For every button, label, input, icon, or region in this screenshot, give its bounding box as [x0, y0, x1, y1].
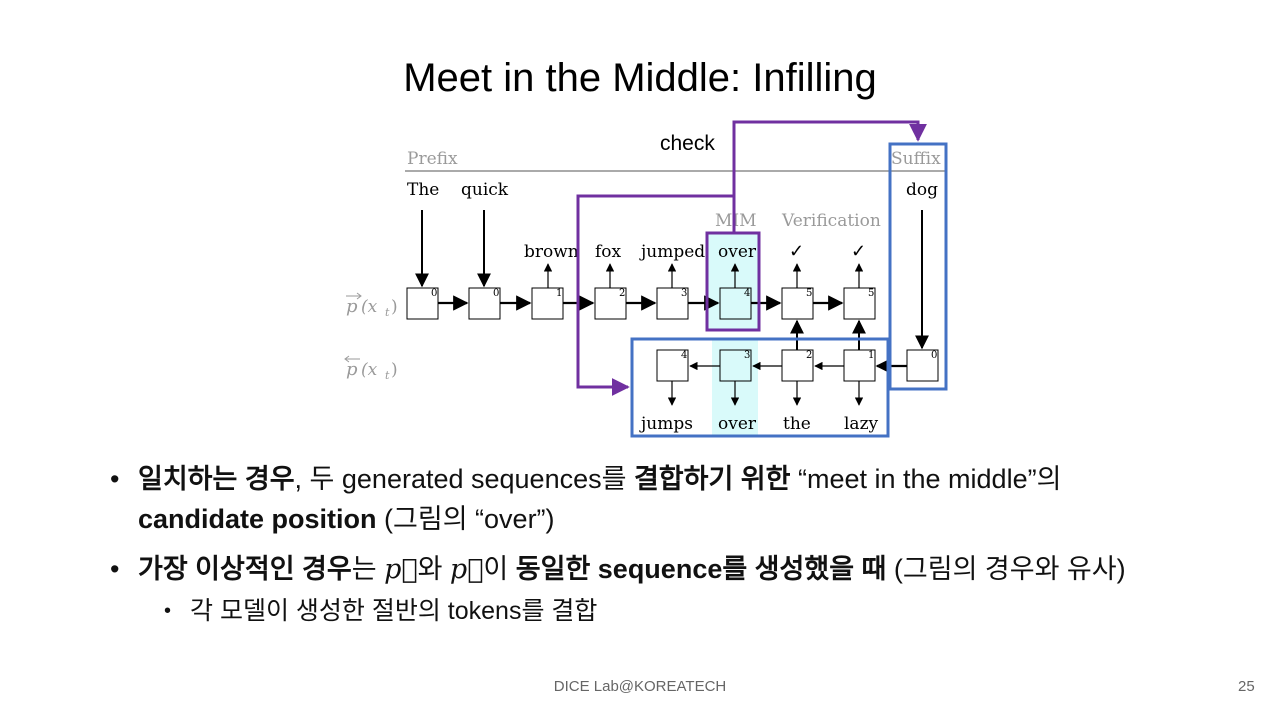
backward-output-jumps: jumps	[639, 414, 693, 434]
forward-output-brown: brown	[524, 242, 579, 262]
prefix-word-the: The	[407, 180, 439, 200]
footer-lab-name: DICE Lab@KOREATECH	[553, 678, 727, 695]
backward-row-label: p (x t )	[344, 355, 398, 382]
forward-cell	[468, 287, 501, 320]
svg-text:(x: (x	[361, 297, 378, 317]
forward-index: 0	[431, 288, 437, 299]
svg-text:t: t	[385, 306, 390, 319]
suffix-highlight-box	[888, 142, 948, 391]
prefix-word-quick: quick	[461, 180, 509, 200]
check-label: check	[660, 132, 715, 155]
forward-index: 0	[493, 288, 499, 299]
backward-index: 0	[931, 350, 937, 361]
backward-output-lazy: lazy	[844, 414, 879, 434]
forward-index: 3	[681, 288, 687, 299]
slide-title: Meet in the Middle: Infilling	[403, 56, 877, 100]
backward-cell	[719, 349, 752, 382]
forward-index: 1	[556, 288, 562, 299]
input-arrows	[415, 210, 929, 350]
check-mark-icon: ✓	[851, 241, 866, 262]
forward-index: 5	[806, 288, 812, 299]
svg-text:(x: (x	[361, 360, 378, 380]
verification-label: Verification	[781, 211, 881, 231]
forward-output-fox: fox	[595, 242, 622, 262]
bullet-dot: •	[164, 600, 172, 622]
bullet-text-line2: candidate position (그림의 “over”)	[138, 504, 555, 534]
bullet-dot: •	[110, 464, 120, 494]
forward-output-over: over	[718, 242, 757, 262]
forward-row-label: p (x t )	[346, 292, 398, 319]
suffix-label: Suffix	[891, 149, 941, 169]
page-number: 25	[1238, 678, 1255, 695]
forward-cell	[656, 287, 689, 320]
forward-index: 5	[868, 288, 874, 299]
backward-index: 3	[744, 350, 750, 361]
verification-arrows	[790, 319, 866, 350]
backward-highlight-box	[630, 337, 890, 438]
suffix-word-dog: dog	[906, 180, 938, 200]
mim-label: MIM	[715, 211, 757, 231]
bullet-text: 일치하는 경우, 두 generated sequences를 결합하기 위한 …	[138, 464, 1062, 494]
svg-text:): )	[391, 360, 398, 380]
check-mark-icon: ✓	[789, 241, 804, 262]
svg-text:p: p	[346, 296, 358, 317]
forward-output-arrows	[543, 263, 864, 288]
mim-diagram: Prefix Suffix The quick dog MIM Verifica…	[344, 120, 948, 438]
forward-index: 4	[744, 288, 750, 299]
backward-index: 1	[868, 350, 874, 361]
backward-output-arrows	[667, 381, 864, 406]
backward-cell	[843, 349, 876, 382]
backward-index: 4	[681, 350, 687, 361]
svg-text:p: p	[346, 359, 358, 380]
forward-cell	[843, 287, 876, 320]
forward-cell	[406, 287, 439, 320]
backward-output-over: over	[718, 414, 757, 434]
bullet-text: 가장 이상적인 경우는 p⃗와 p⃖이 동일한 sequence를 생성했을 때…	[138, 554, 1126, 585]
backward-cell	[906, 349, 939, 382]
svg-text:): )	[391, 297, 398, 317]
forward-output-jumped: jumped	[639, 242, 705, 262]
bullet-dot: •	[110, 554, 120, 584]
svg-text:t: t	[385, 369, 390, 382]
forward-cell	[719, 287, 752, 320]
candidate-link-arrow	[576, 194, 734, 396]
check-arrow	[732, 120, 927, 233]
forward-row	[406, 287, 876, 320]
backward-cell	[656, 349, 689, 382]
backward-row	[656, 349, 939, 382]
forward-cell	[781, 287, 814, 320]
backward-index: 2	[806, 350, 812, 361]
prefix-label: Prefix	[407, 149, 458, 169]
forward-index: 2	[619, 288, 625, 299]
backward-output-the: the	[783, 414, 811, 434]
sub-bullet-text: 각 모델이 생성한 절반의 tokens를 결합	[190, 597, 598, 625]
